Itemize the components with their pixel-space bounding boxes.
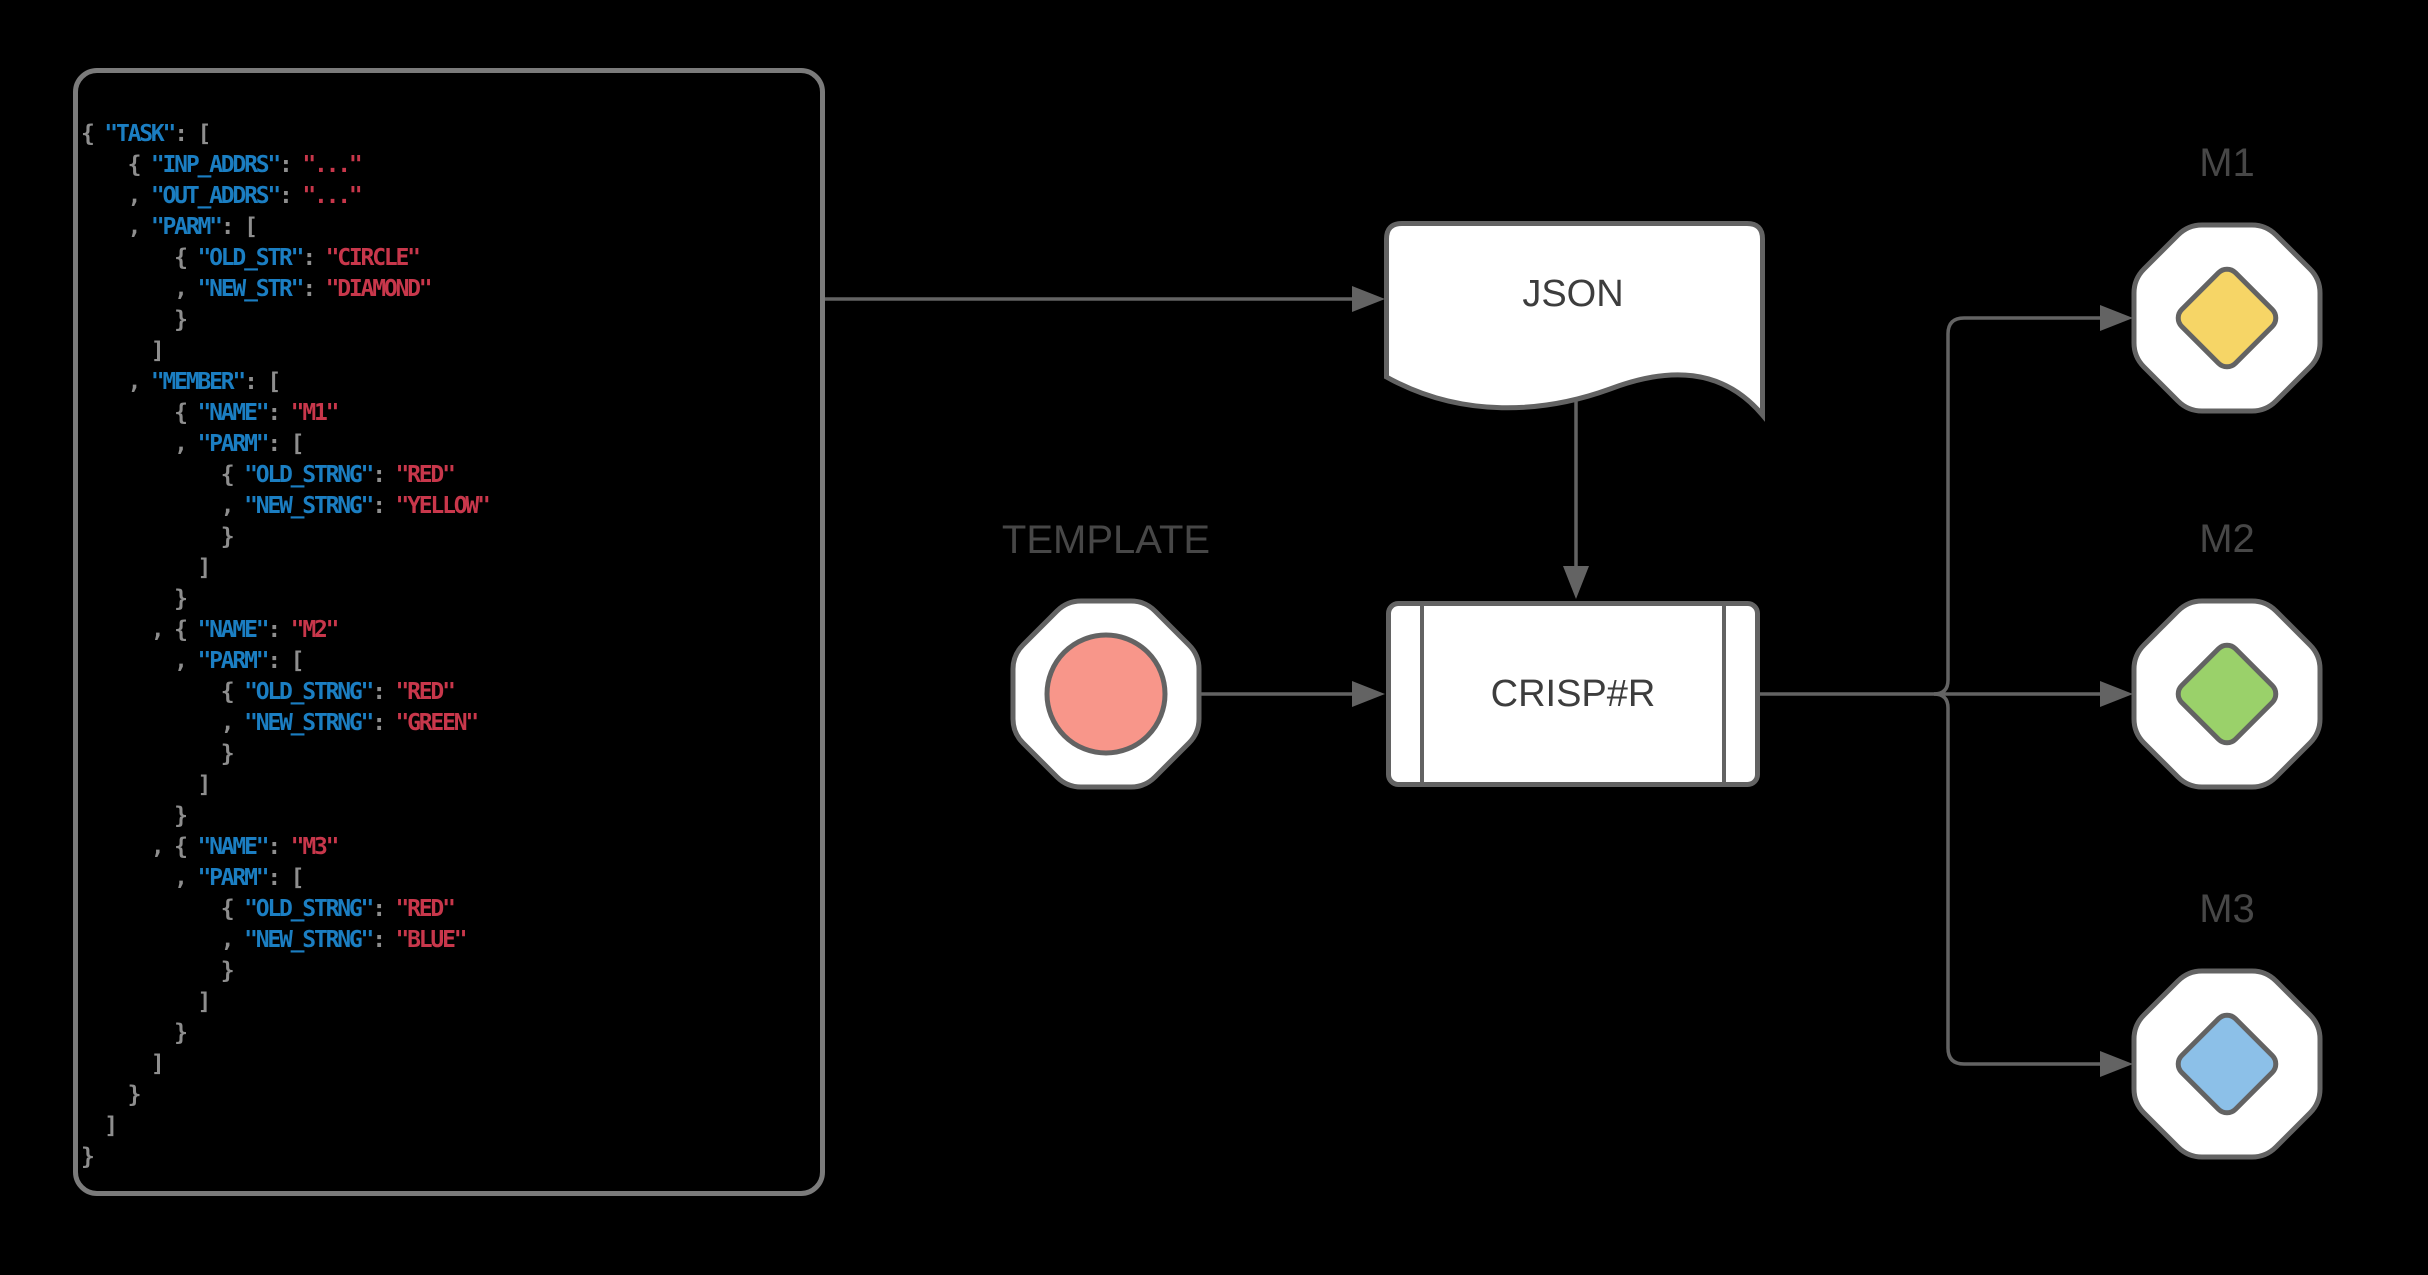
code-line: } [81, 741, 235, 767]
json-document-label: JSON [1522, 273, 1623, 315]
arrowhead-icon [2100, 681, 2133, 707]
code-line: } [81, 958, 235, 984]
code-line: ] [81, 338, 165, 364]
code-line: } [81, 1020, 188, 1046]
code-line: , "PARM": [ [81, 431, 304, 457]
code-line: { "OLD_STR": "CIRCLE" [81, 245, 421, 271]
code-line: , "PARM": [ [81, 214, 258, 240]
json-document: JSON [1384, 221, 1765, 422]
document-shape [1384, 221, 1765, 422]
code-line: , { "NAME": "M2" [81, 617, 340, 643]
template-node [1010, 598, 1202, 790]
code-line: , "PARM": [ [81, 648, 304, 674]
code-line: { "NAME": "M1" [81, 400, 339, 426]
code-line: { "TASK": [ [81, 121, 211, 147]
code-line: { "INP_ADDRS": "..." [81, 152, 363, 178]
connector-branch-to-m1 [1933, 316, 2100, 696]
member-node-m1 [2131, 222, 2323, 414]
crispr-process-label: CRISP#R [1491, 673, 1656, 715]
json-code: { "TASK": [ { "INP_ADDRS": "..." , "OUT_… [78, 73, 820, 1173]
code-line: , "MEMBER": [ [81, 369, 282, 395]
code-line: , "NEW_STR": "DIAMOND" [81, 276, 432, 302]
code-line: ] [81, 1113, 118, 1139]
arrowhead-icon [1352, 286, 1385, 312]
code-line: , { "NAME": "M3" [81, 834, 340, 860]
code-line: { "OLD_STRNG": "RED" [81, 896, 456, 922]
diamond-icon [2175, 642, 2279, 746]
code-line: } [81, 524, 235, 550]
circle-icon [1044, 632, 1168, 756]
code-line: } [81, 803, 188, 829]
arrowhead-icon [2100, 305, 2133, 331]
code-line: } [81, 1082, 142, 1108]
template-label: TEMPLATE [1001, 518, 1211, 562]
code-line: ] [81, 1051, 165, 1077]
code-line: ] [81, 555, 211, 581]
arrowhead-icon [1563, 566, 1589, 599]
code-line: ] [81, 989, 211, 1015]
code-line: , "PARM": [ [81, 865, 304, 891]
code-line: } [81, 586, 188, 612]
code-line: , "NEW_STRNG": "GREEN" [81, 710, 479, 736]
code-line: } [81, 307, 188, 333]
member-node-m3 [2131, 968, 2323, 1160]
code-line: } [81, 1144, 95, 1170]
code-line: , "NEW_STRNG": "BLUE" [81, 927, 468, 953]
member-label-m2: M2 [2199, 517, 2255, 561]
connector-branch-to-m3 [1933, 692, 2100, 1066]
diamond-icon [2175, 1012, 2279, 1116]
member-label-m1: M1 [2199, 141, 2255, 185]
code-line: { "OLD_STRNG": "RED" [81, 462, 456, 488]
member-node-m2 [2131, 598, 2323, 790]
diamond-icon [2175, 266, 2279, 370]
crispr-process: CRISP#R [1386, 601, 1760, 787]
json-code-panel: { "TASK": [ { "INP_ADDRS": "..." , "OUT_… [73, 68, 825, 1196]
code-line: { "OLD_STRNG": "RED" [81, 679, 456, 705]
member-label-m3: M3 [2199, 887, 2255, 931]
arrowhead-icon [2100, 1051, 2133, 1077]
code-line: ] [81, 772, 211, 798]
code-line: , "NEW_STRNG": "YELLOW" [81, 493, 491, 519]
process-shape [1386, 601, 1760, 787]
code-line: , "OUT_ADDRS": "..." [81, 183, 363, 209]
arrowhead-icon [1352, 681, 1385, 707]
